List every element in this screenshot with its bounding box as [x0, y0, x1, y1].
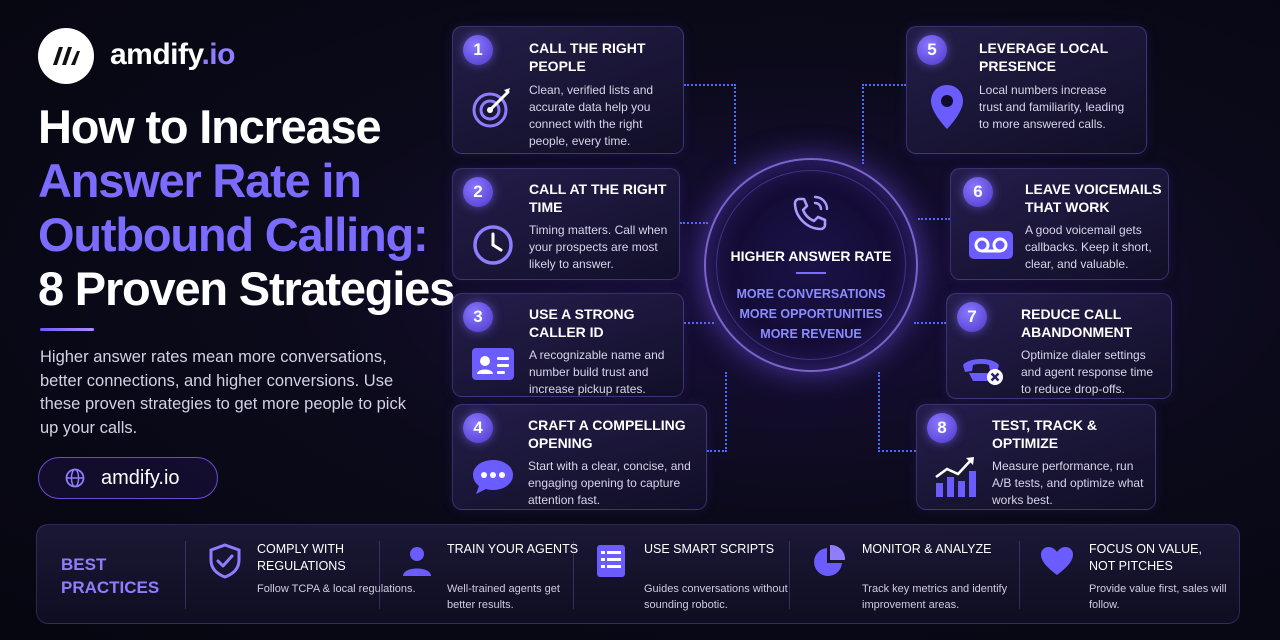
practice-title: USE SMART SCRIPTS	[644, 542, 775, 556]
strategy-card-2: 2 CALL AT THE RIGHT TIME Timing matters.…	[452, 168, 680, 280]
shield-check-icon	[207, 543, 243, 579]
strategy-description: Clean, verified lists and accurate data …	[529, 83, 654, 148]
practice-title: MONITOR & ANALYZE	[862, 542, 992, 556]
title-divider	[40, 328, 94, 331]
intro-text: Higher answer rates mean more conversati…	[40, 348, 406, 437]
strategy-card-3: 3 USE A STRONG CALLER ID A recognizable …	[452, 293, 684, 397]
phone-ringing-icon	[788, 190, 834, 236]
strategy-title: USE A STRONG CALLER ID	[529, 306, 635, 340]
connector-7	[914, 322, 946, 324]
strategy-number: 1	[463, 35, 493, 65]
strategy-title: REDUCE CALL ABANDONMENT	[1021, 306, 1133, 340]
strategy-description: Optimize dialer settings and agent respo…	[1021, 348, 1154, 396]
page-title: How to Increase Answer Rate in Outbound …	[38, 100, 458, 316]
strategy-description: Timing matters. Call when your prospects…	[529, 223, 668, 271]
pie-chart-icon	[811, 543, 847, 579]
connector-3	[684, 322, 714, 324]
website-link-button[interactable]: amdify.io	[38, 457, 218, 499]
best-practices-label: BEST PRACTICES	[61, 555, 160, 597]
best-practices-bar: BEST PRACTICES COMPLY WITH REGULATIONS F…	[36, 524, 1240, 624]
practice-description: Well-trained agents get better results.	[447, 583, 560, 611]
brand-name: amdify.io	[110, 38, 235, 71]
brand-logo-mark-icon	[53, 47, 80, 65]
connector-2	[680, 222, 708, 224]
heart-icon	[1039, 543, 1075, 579]
brand-logo	[38, 28, 94, 84]
strategy-description: Start with a clear, concise, and engagin…	[528, 459, 691, 507]
target-icon	[469, 83, 517, 131]
practice-description: Follow TCPA & local regulations.	[257, 583, 416, 595]
separator	[789, 541, 790, 609]
center-ring-inner	[716, 170, 906, 360]
title-line-3: Outbound Calling:	[38, 208, 429, 261]
chat-bubble-icon	[469, 453, 517, 501]
connector-6	[918, 218, 950, 220]
practice-description: Guides conversations without sounding ro…	[644, 583, 788, 611]
center-benefit: MORE CONVERSATIONS	[736, 287, 886, 301]
strategy-title: LEVERAGE LOCAL PRESENCE	[979, 40, 1108, 74]
strategy-card-6: 6 LEAVE VOICEMAILS THAT WORK A good voic…	[950, 168, 1169, 280]
separator	[573, 541, 574, 609]
strategy-title: CALL AT THE RIGHT TIME	[529, 181, 667, 215]
strategy-card-8: 8 TEST, TRACK & OPTIMIZE Measure perform…	[916, 404, 1156, 510]
connector-1	[684, 84, 736, 164]
strategy-number: 4	[463, 413, 493, 443]
center-divider	[796, 272, 826, 274]
strategy-number: 2	[463, 177, 493, 207]
growth-chart-icon	[931, 453, 979, 501]
website-link-label: amdify.io	[101, 466, 180, 489]
separator	[379, 541, 380, 609]
strategy-number: 6	[963, 177, 993, 207]
strategy-title: TEST, TRACK & OPTIMIZE	[992, 417, 1097, 451]
strategy-number: 3	[463, 302, 493, 332]
strategy-card-5: 5 LEVERAGE LOCAL PRESENCE Local numbers …	[906, 26, 1147, 154]
practice-description: Provide value first, sales will follow.	[1089, 583, 1227, 611]
id-card-icon	[469, 340, 517, 388]
strategy-title: LEAVE VOICEMAILS THAT WORK	[1025, 181, 1162, 215]
title-line-2: Answer Rate in	[38, 154, 362, 207]
center-title: HIGHER ANSWER RATE	[730, 248, 892, 264]
strategy-description: Measure performance, run A/B tests, and …	[992, 459, 1144, 507]
strategy-title: CRAFT A COMPELLING OPENING	[528, 417, 686, 451]
person-icon	[399, 543, 435, 579]
strategy-number: 8	[927, 413, 957, 443]
separator	[185, 541, 186, 609]
voicemail-icon	[967, 221, 1015, 269]
strategy-card-4: 4 CRAFT A COMPELLING OPENING Start with …	[452, 404, 707, 510]
strategy-description: A recognizable name and number build tru…	[529, 348, 665, 396]
phone-cancel-icon	[959, 342, 1007, 390]
strategy-number: 5	[917, 35, 947, 65]
location-pin-icon	[923, 83, 971, 131]
strategy-number: 7	[957, 302, 987, 332]
title-line-1: How to Increase	[38, 100, 382, 153]
strategy-card-1: 1 CALL THE RIGHT PEOPLE Clean, verified …	[452, 26, 684, 154]
script-list-icon	[593, 543, 629, 579]
strategy-description: A good voicemail gets callbacks. Keep it…	[1025, 223, 1152, 271]
title-line-4: 8 Proven Strategies	[38, 262, 455, 315]
connector-4	[707, 372, 727, 452]
center-benefits: MORE CONVERSATIONS MORE OPPORTUNITIES MO…	[716, 284, 906, 344]
strategy-description: Local numbers increase trust and familia…	[979, 83, 1125, 131]
clock-icon	[469, 221, 517, 269]
strategy-title: CALL THE RIGHT PEOPLE	[529, 40, 646, 74]
practice-title: COMPLY WITH REGULATIONS	[257, 542, 346, 573]
center-benefit: MORE OPPORTUNITIES	[739, 307, 883, 321]
practice-description: Track key metrics and identify improveme…	[862, 583, 1008, 611]
connector-5	[862, 84, 906, 164]
center-benefit: MORE REVENUE	[760, 327, 862, 341]
practice-title: FOCUS ON VALUE, NOT PITCHES	[1089, 542, 1202, 573]
connector-8	[878, 372, 916, 452]
globe-icon	[65, 468, 85, 488]
practice-title: TRAIN YOUR AGENTS	[447, 542, 579, 556]
separator	[1019, 541, 1020, 609]
strategy-card-7: 7 REDUCE CALL ABANDONMENT Optimize diale…	[946, 293, 1172, 399]
